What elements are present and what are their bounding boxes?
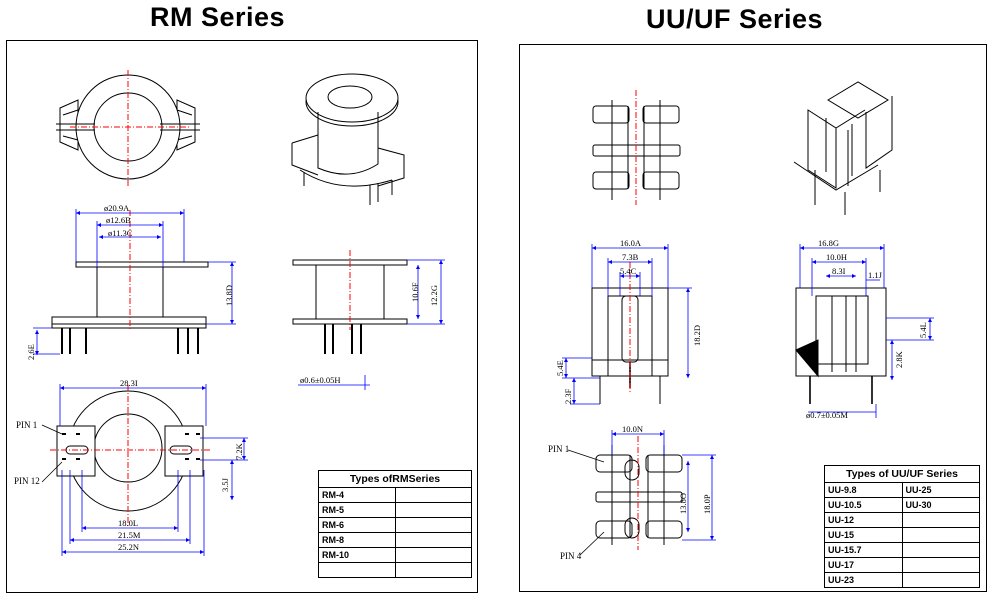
rm-dim-i: 28.3I xyxy=(120,378,138,388)
rm-side-view xyxy=(51,210,209,354)
uu-dim-g: 16.8G xyxy=(818,238,839,248)
uu-bottom-view xyxy=(595,436,683,550)
rm-dim-e: 2.6E xyxy=(26,344,36,360)
table-cell xyxy=(394,562,472,578)
rm-top-view xyxy=(56,70,200,186)
uu-dim-a: 16.0A xyxy=(620,238,642,248)
table-cell xyxy=(394,517,472,533)
table-row: RM-6 xyxy=(318,517,472,533)
rm-dim-c: ø11.3C xyxy=(108,228,133,238)
table-row: RM-8 xyxy=(318,532,472,548)
uu-dim-h: 10.0H xyxy=(826,252,847,262)
table-cell xyxy=(901,512,980,528)
table-cell: RM-4 xyxy=(318,487,396,503)
uu-dim-c: 5.4C xyxy=(620,266,637,276)
rm-dim-a: ø20.9A xyxy=(104,203,130,213)
rm-dim-b: ø12.6B xyxy=(106,215,131,225)
rm-dim-j: 3.5J xyxy=(220,477,230,492)
rm-dim-h: ø0.6±0.05H xyxy=(300,375,341,385)
table-cell: RM-10 xyxy=(318,547,396,563)
rm-series-title: RM Series xyxy=(150,2,286,32)
rm-side-2-dimensions xyxy=(298,259,445,390)
table-cell: RM-6 xyxy=(318,517,396,533)
uu-dim-k: 2.8K xyxy=(894,350,904,368)
table-cell xyxy=(901,542,980,558)
uu-bottom-dimensions xyxy=(611,430,716,541)
rm-dimension-labels: ø20.9A ø12.6B ø11.3C 13.8D 2.6E 10.6F 12… xyxy=(14,203,439,552)
table-row: RM-5 xyxy=(318,502,472,518)
table-cell: UU-30 xyxy=(901,497,980,513)
uu-dim-m: ø0.7±0.05M xyxy=(806,410,848,420)
table-cell xyxy=(901,572,980,588)
uu-side-view xyxy=(795,287,887,404)
uu-dim-d: 18.2D xyxy=(692,325,702,346)
table-cell xyxy=(394,487,472,503)
uu-dim-b: 7.3B xyxy=(622,252,639,262)
table-cell: UU-17 xyxy=(824,557,903,573)
rm-isometric-view xyxy=(291,73,405,205)
table-row: UU-23 xyxy=(824,572,980,588)
rm-dim-g: 12.2G xyxy=(429,285,439,306)
rm-dim-l: 18.0L xyxy=(118,518,138,528)
table-cell: UU-15.7 xyxy=(824,542,903,558)
uu-front-view xyxy=(591,262,669,404)
rm-dim-n: 25.2N xyxy=(118,542,139,552)
rm-dim-m: 21.5M xyxy=(118,530,141,540)
rm-dim-d: 13.8D xyxy=(224,285,234,306)
table-row: UU-15 xyxy=(824,527,980,543)
rm-bottom-view xyxy=(50,385,210,528)
uu-dimension-labels: 16.0A 7.3B 5.4C 18.2D 5.4E 2.3F 16.8G 10… xyxy=(548,238,928,561)
uu-types-table-title: Types of UU/UF Series xyxy=(824,465,980,483)
table-cell: UU-9.8 xyxy=(824,482,903,498)
uu-dim-j: 1.1J xyxy=(868,270,883,280)
rm-pin-12-label: PIN 12 xyxy=(14,476,40,486)
table-row: RM-4 xyxy=(318,487,472,503)
uu-dim-p: 18.0P xyxy=(702,494,712,514)
rm-side-dimensions xyxy=(33,209,236,355)
uu-dim-o: 13.8O xyxy=(678,493,688,514)
uu-pin-4-label: PIN 4 xyxy=(560,551,582,561)
table-cell: UU-25 xyxy=(901,482,980,498)
table-cell xyxy=(394,547,472,563)
uu-dim-i: 8.3I xyxy=(832,266,846,276)
uu-top-view xyxy=(592,90,681,205)
table-cell xyxy=(394,532,472,548)
table-cell xyxy=(901,557,980,573)
uu-dim-l: 5.4L xyxy=(918,322,928,338)
table-row: UU-17 xyxy=(824,557,980,573)
table-cell: UU-12 xyxy=(824,512,903,528)
table-cell xyxy=(394,502,472,518)
uu-dim-e: 5.4E xyxy=(555,360,565,376)
table-cell xyxy=(318,562,396,578)
table-cell xyxy=(901,527,980,543)
rm-types-table: Types ofRMSeries RM-4 RM-5 RM-6 RM-8 RM-… xyxy=(318,470,472,578)
rm-types-table-title: Types ofRMSeries xyxy=(318,470,472,488)
rm-bottom-dimensions xyxy=(59,384,248,556)
table-row: UU-12 xyxy=(824,512,980,528)
uu-front-dimensions xyxy=(562,244,692,405)
table-cell: UU-10.5 xyxy=(824,497,903,513)
table-cell: UU-15 xyxy=(824,527,903,543)
uu-isometric-view xyxy=(793,81,893,215)
table-row: UU-15.7 xyxy=(824,542,980,558)
uu-pin-1-label: PIN 1 xyxy=(548,444,569,454)
uu-dim-f: 2.3F xyxy=(563,388,573,404)
rm-pin-1-label: PIN 1 xyxy=(16,420,37,430)
uu-side-dimensions xyxy=(799,244,934,418)
rm-side-view-2 xyxy=(292,250,408,354)
table-cell: RM-5 xyxy=(318,502,396,518)
uu-series-title: UU/UF Series xyxy=(646,4,824,34)
uu-dim-n: 10.0N xyxy=(622,424,643,434)
rm-dim-k: 7.2K xyxy=(234,442,244,460)
table-cell: RM-8 xyxy=(318,532,396,548)
table-cell: UU-23 xyxy=(824,572,903,588)
rm-dim-f: 10.6F xyxy=(410,282,420,302)
table-row xyxy=(318,562,472,578)
table-row: RM-10 xyxy=(318,547,472,563)
